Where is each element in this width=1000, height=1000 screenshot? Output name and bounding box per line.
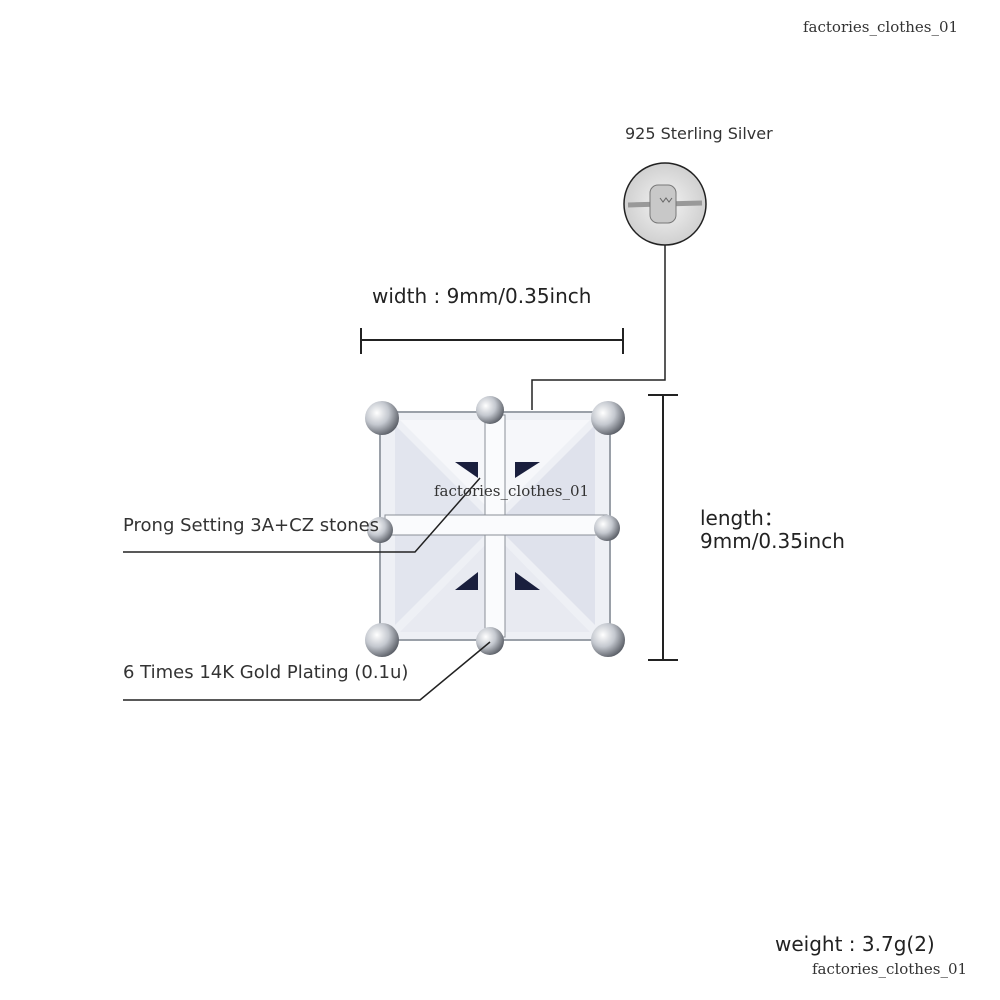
length-label: length： [700,506,784,530]
watermark-bottom: factories_clothes_01 [812,960,968,978]
weight-label: weight : 3.7g(2) [775,932,935,956]
width-label: width : 9mm/0.35inch [372,284,592,308]
prongs [365,396,625,657]
material-label: 925 Sterling Silver [625,124,773,143]
length-value: 9mm/0.35inch [700,529,845,553]
prong-leader-line [123,477,481,553]
cz-stone [379,411,611,641]
watermark-top: factories_clothes_01 [803,18,959,36]
screw-back-detail [623,162,707,246]
material-leader-line [531,245,666,410]
watermark-center: factories_clothes_01 [434,482,590,500]
plating-leader-line [123,641,491,701]
prong-setting-label: Prong Setting 3A+CZ stones [123,515,380,536]
width-dimension [360,328,624,354]
length-dimension [648,394,678,661]
gold-plating-label: 6 Times 14K Gold Plating (0.1u) [123,662,409,683]
